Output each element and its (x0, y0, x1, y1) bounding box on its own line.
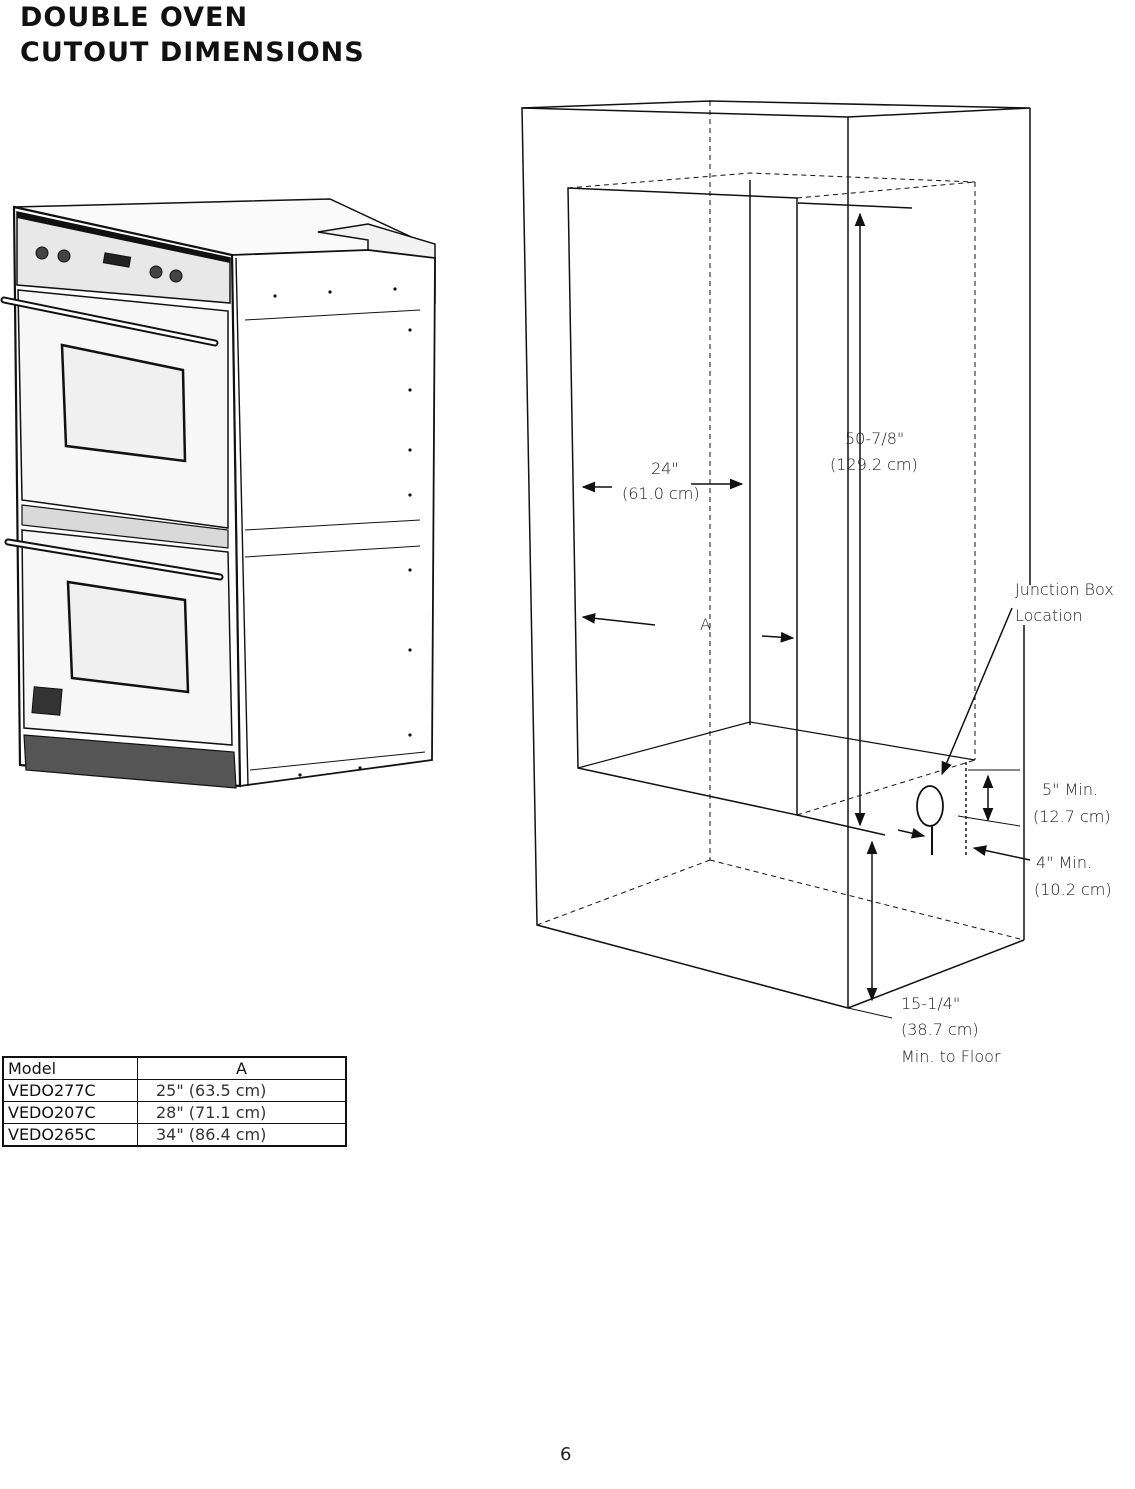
floor-dimension-note: Min. to Floor (901, 1047, 1001, 1066)
table-row: VEDO277C 25" (63.5 cm) (2, 1079, 347, 1102)
floor-dimension-label: 15-1/4" (901, 994, 960, 1013)
page-title-line-1: DOUBLE OVEN (20, 2, 249, 33)
table-cell-a: 28" (71.1 cm) (137, 1101, 347, 1124)
junction-box-label-line-2: Location (1015, 606, 1083, 625)
height-dimension-label: 50-7/8" (845, 429, 904, 448)
junction-box-label-line-1: Junction Box (1015, 580, 1114, 599)
table-header-a: A (137, 1056, 347, 1080)
table-cell-a: 25" (63.5 cm) (137, 1079, 347, 1102)
table-cell-model: VEDO265C (2, 1123, 138, 1147)
table-header-model: Model (2, 1056, 138, 1080)
top-clearance-metric-label: (12.7 cm) (1033, 807, 1111, 826)
table-cell-model: VEDO207C (2, 1101, 138, 1124)
side-clearance-label: 4" Min. (1036, 853, 1092, 872)
table-row: VEDO207C 28" (71.1 cm) (2, 1101, 347, 1124)
top-clearance-label: 5" Min. (1042, 780, 1098, 799)
page-title-line-2: CUTOUT DIMENSIONS (20, 37, 365, 68)
model-dimension-table: Model A VEDO277C 25" (63.5 cm) VEDO207C … (2, 1056, 347, 1147)
width-dimension-label: 24" (651, 459, 679, 478)
page-number: 6 (560, 1444, 572, 1465)
side-clearance-metric-label: (10.2 cm) (1034, 880, 1112, 899)
junction-box-icon (916, 785, 944, 827)
table-cell-model: VEDO277C (2, 1079, 138, 1102)
page-title: DOUBLE OVEN CUTOUT DIMENSIONS (20, 0, 365, 70)
width-dimension-metric-label: (61.0 cm) (622, 484, 700, 503)
dimension-a-label: A (700, 615, 711, 634)
cabinet-cutout-drawing (521, 100, 1031, 1019)
table-header-row: Model A (2, 1056, 347, 1080)
table-cell-a: 34" (86.4 cm) (137, 1123, 347, 1147)
table-row: VEDO265C 34" (86.4 cm) (2, 1123, 347, 1147)
floor-dimension-metric-label: (38.7 cm) (901, 1020, 979, 1039)
control-knobs-icon (35, 246, 183, 283)
height-dimension-metric-label: (129.2 cm) (830, 455, 918, 474)
double-oven-illustration (0, 198, 436, 789)
